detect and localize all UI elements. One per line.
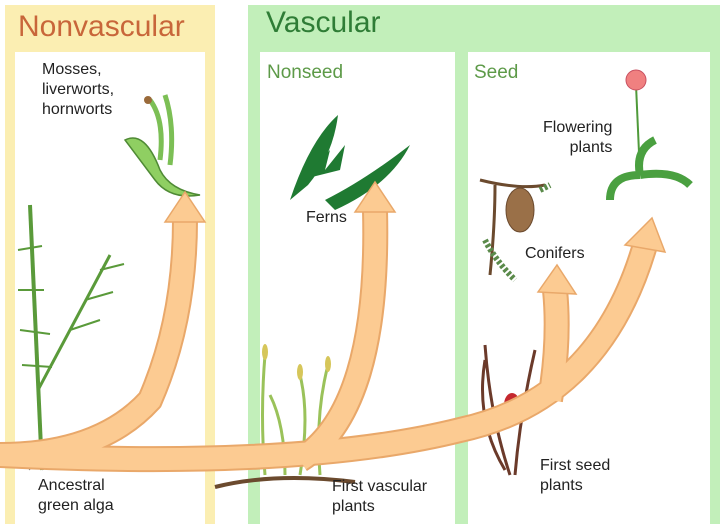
green-alga-icon <box>17 204 125 471</box>
fern-icon <box>290 115 410 210</box>
conifers-label: Conifers <box>525 245 585 262</box>
vascular-title: Vascular <box>266 6 381 39</box>
ferns-label: Ferns <box>306 209 347 226</box>
moss-icon <box>123 94 201 197</box>
conifer-icon <box>479 178 552 283</box>
seed-inner <box>468 52 710 524</box>
first-seed-label: First seed plants <box>540 457 611 494</box>
evolution-arrows <box>0 180 667 473</box>
flowering-plant-icon <box>606 69 693 201</box>
mosses-label: Mosses, liverworts, hornworts <box>42 61 115 118</box>
flowering-label: Flowering plants <box>543 119 613 156</box>
nonseed-title: Nonseed <box>267 62 344 83</box>
seed-title: Seed <box>474 62 519 83</box>
nonvascular-title: Nonvascular <box>18 10 185 43</box>
first-vascular-label: First vascular plants <box>332 478 428 515</box>
alga-label: Ancestral green alga <box>38 477 114 514</box>
first-vascular-plant-icon <box>214 344 356 489</box>
